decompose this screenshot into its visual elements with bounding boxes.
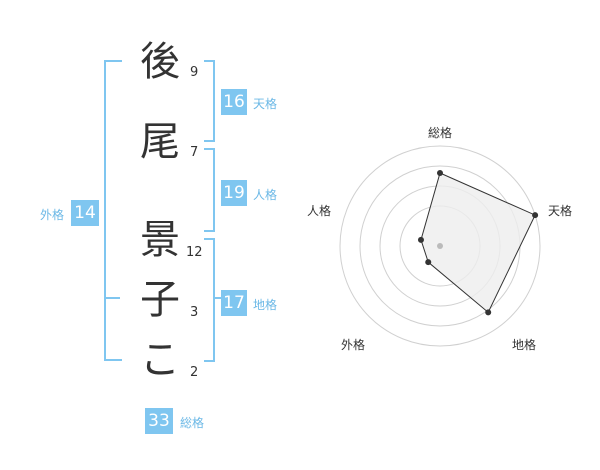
radar-point-2 bbox=[532, 212, 539, 219]
name-char-3: 景 bbox=[140, 217, 180, 263]
tenkaku-value: 16 bbox=[221, 89, 247, 115]
gaikaku-label: 外格 bbox=[40, 208, 65, 222]
radar-axis-label-chikaku: 地格 bbox=[512, 338, 537, 352]
name-char-1: 後 bbox=[140, 39, 180, 85]
stroke-count-5: 2 bbox=[190, 365, 199, 380]
radar-points bbox=[417, 170, 539, 316]
radar-axis-label-tenkaku: 天格 bbox=[548, 204, 573, 218]
name-char-5: こ bbox=[140, 337, 180, 383]
soukaku-value: 33 bbox=[145, 408, 173, 434]
tenkaku-bracket bbox=[204, 60, 215, 142]
radar-point-3 bbox=[485, 309, 492, 316]
stroke-count-1: 9 bbox=[190, 65, 199, 80]
gaikaku-inner-tick bbox=[104, 297, 120, 299]
jinkaku-bracket bbox=[204, 148, 215, 232]
chikaku-value: 17 bbox=[221, 290, 247, 316]
radar-point-5 bbox=[417, 236, 424, 243]
jinkaku-label: 人格 bbox=[253, 188, 278, 202]
radar-ring-1 bbox=[339, 145, 541, 347]
soukaku-label: 総格 bbox=[180, 416, 205, 430]
stroke-count-3: 12 bbox=[186, 245, 203, 260]
gaikaku-bracket bbox=[104, 60, 122, 361]
name-char-2: 尾 bbox=[140, 119, 180, 165]
radar-axis-label-jinkaku: 人格 bbox=[307, 204, 332, 218]
chikaku-outer-tick bbox=[213, 297, 222, 299]
radar-point-4 bbox=[425, 259, 432, 266]
name-char-4: 子 bbox=[140, 277, 180, 323]
tenkaku-label: 天格 bbox=[253, 97, 278, 111]
stroke-count-4: 3 bbox=[190, 305, 199, 320]
radar-axis-label-gaikaku: 外格 bbox=[341, 338, 366, 352]
stroke-count-2: 7 bbox=[190, 145, 199, 160]
chikaku-label: 地格 bbox=[253, 298, 278, 312]
gaikaku-value: 14 bbox=[71, 200, 99, 226]
radar-polygon bbox=[420, 172, 536, 314]
radar-point-1 bbox=[437, 170, 443, 176]
radar-axis-label-soukaku: 総格 bbox=[428, 126, 453, 140]
jinkaku-value: 19 bbox=[221, 180, 247, 206]
chikaku-bracket bbox=[204, 238, 215, 362]
radar-center-dot bbox=[437, 243, 443, 249]
